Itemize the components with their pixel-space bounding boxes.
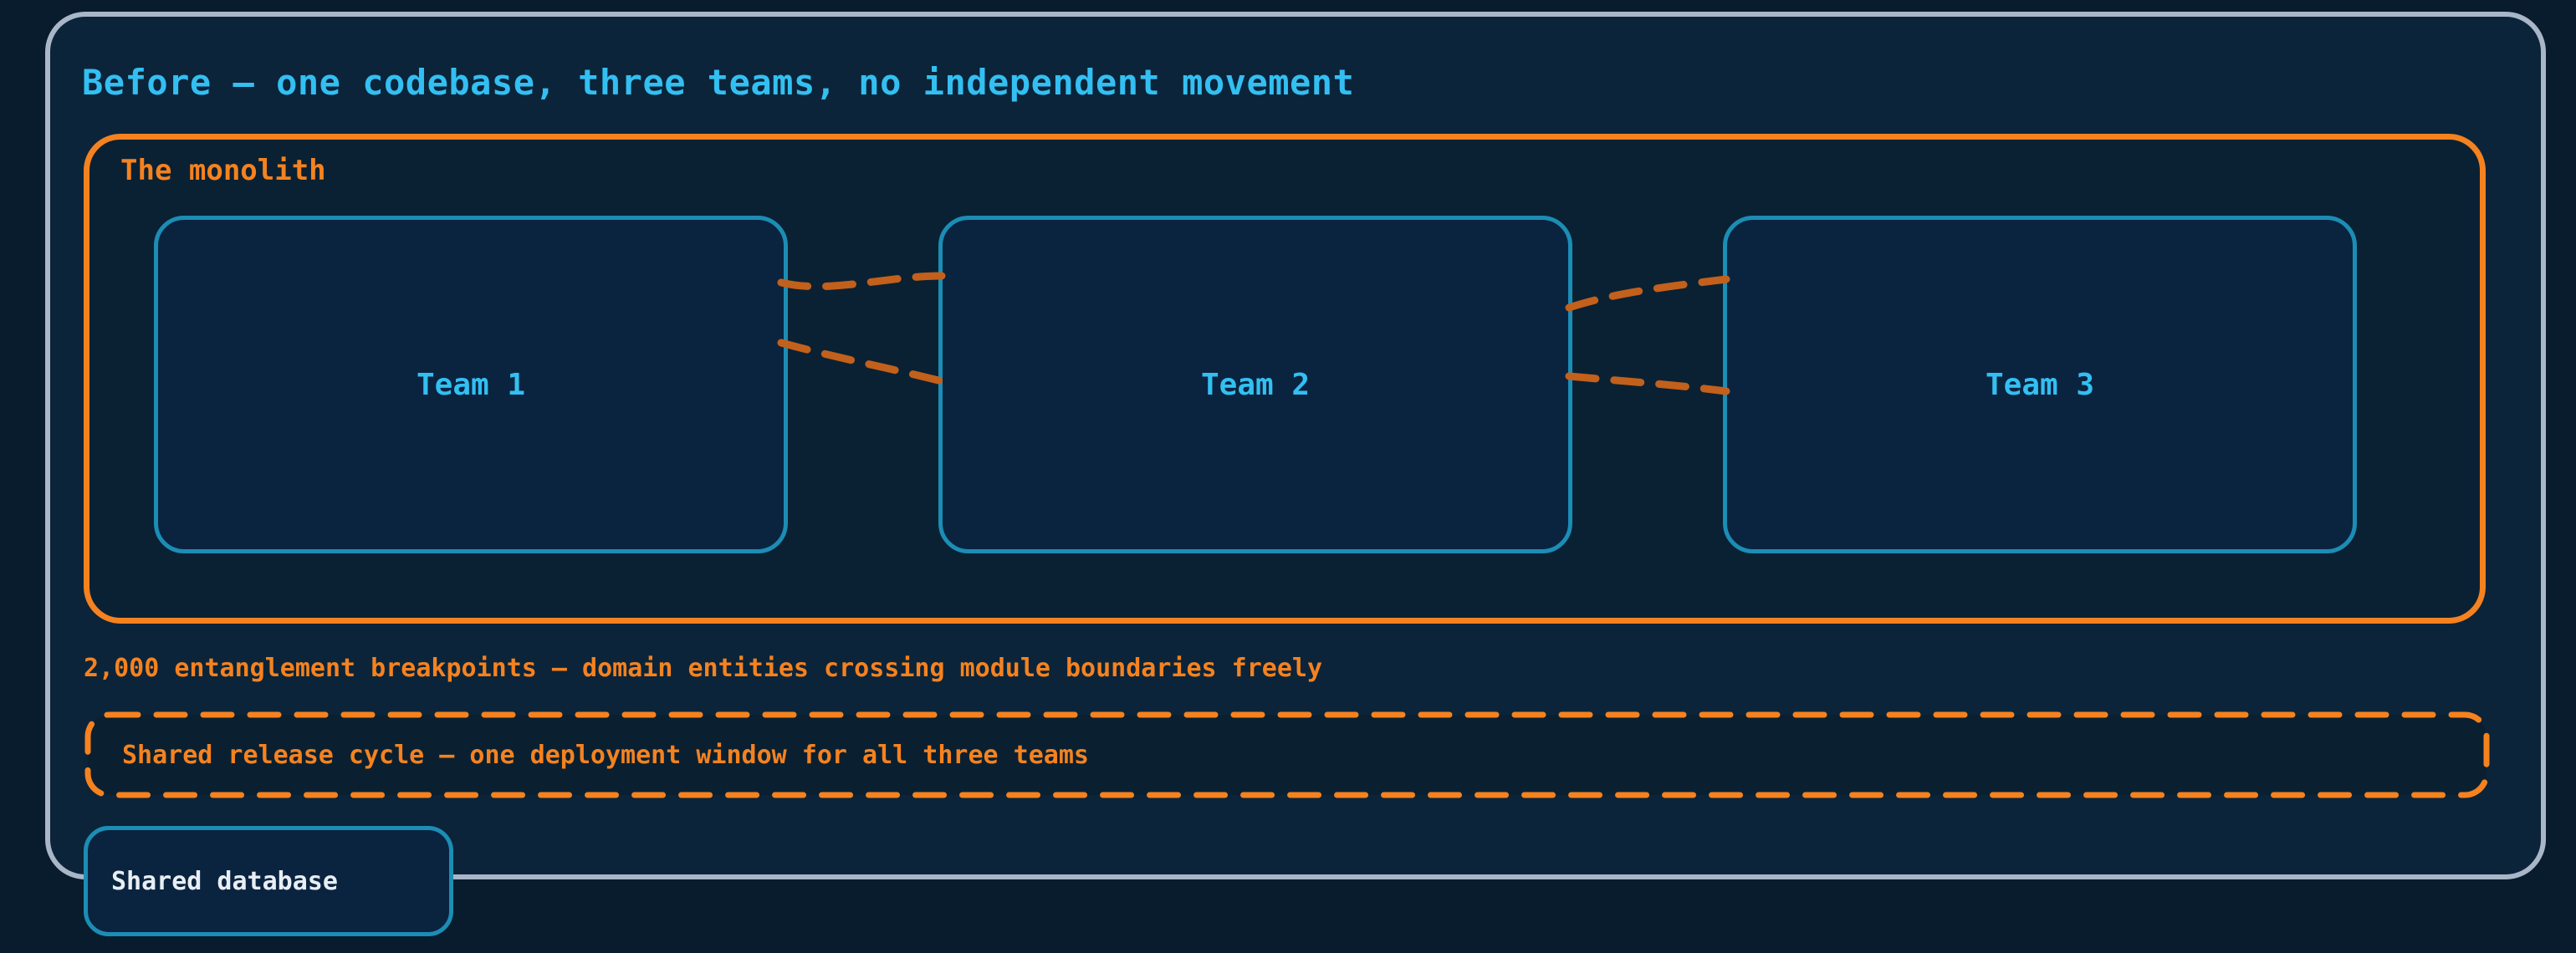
- release-cycle-label: Shared release cycle — one deployment wi…: [122, 740, 1089, 770]
- page-title: Before — one codebase, three teams, no i…: [82, 62, 1355, 103]
- shared-database-label: Shared database: [111, 866, 338, 896]
- entanglement-note: 2,000 entanglement breakpoints — domain …: [84, 654, 1323, 683]
- team-2-box: Team 2: [938, 216, 1572, 553]
- release-cycle-box: Shared release cycle — one deployment wi…: [84, 711, 2491, 799]
- shared-database-box: Shared database: [84, 826, 453, 936]
- team-2-label: Team 2: [1200, 367, 1311, 402]
- team-1-label: Team 1: [416, 367, 526, 402]
- release-cycle-dashed-border: [84, 711, 2490, 798]
- monolith-label: The monolith: [120, 154, 326, 187]
- team-3-label: Team 3: [1985, 367, 2095, 402]
- team-3-box: Team 3: [1723, 216, 2357, 553]
- team-1-box: Team 1: [154, 216, 788, 553]
